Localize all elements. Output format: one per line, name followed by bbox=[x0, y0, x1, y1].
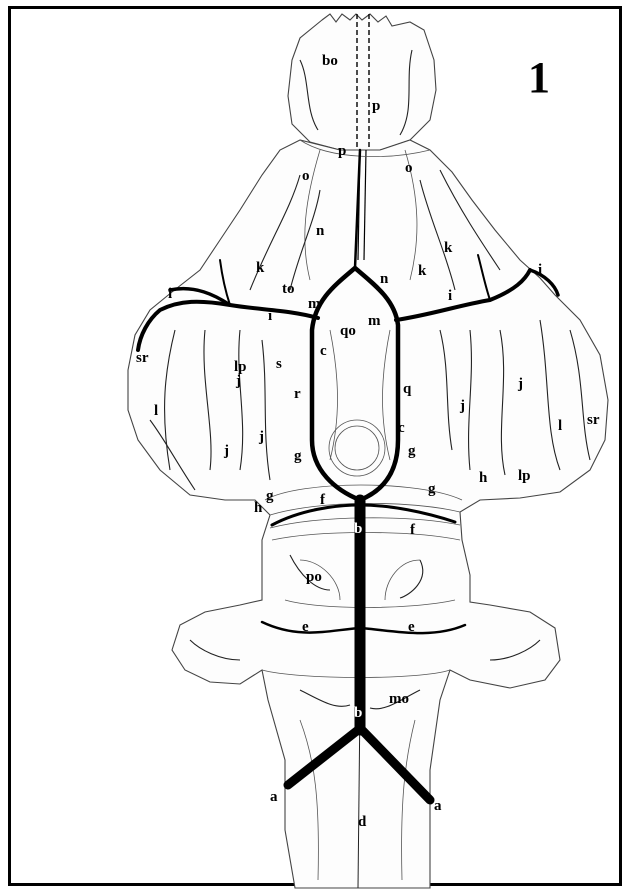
label-i3: i bbox=[268, 308, 272, 324]
label-c1: c bbox=[320, 343, 327, 359]
label-j1: j bbox=[235, 373, 241, 389]
label-i2: i bbox=[538, 262, 542, 278]
label-e1: e bbox=[302, 619, 309, 635]
label-c2: c bbox=[398, 420, 405, 436]
label-n2: n bbox=[380, 271, 389, 287]
label-g4: g bbox=[428, 481, 436, 497]
label-sr2: sr bbox=[587, 412, 600, 428]
label-n1: n bbox=[316, 223, 325, 239]
brain-outline bbox=[128, 14, 608, 888]
label-j5: j bbox=[459, 398, 465, 414]
label-l2: l bbox=[558, 418, 562, 434]
olfactory-bulb bbox=[288, 14, 436, 152]
label-h1: h bbox=[254, 500, 263, 516]
label-mo: mo bbox=[389, 691, 409, 707]
label-a1: a bbox=[270, 789, 278, 805]
label-h2: h bbox=[479, 470, 488, 486]
label-qo: qo bbox=[340, 323, 356, 339]
label-o2: o bbox=[405, 160, 413, 176]
label-b2: b bbox=[354, 705, 362, 721]
label-i1: i bbox=[168, 286, 172, 302]
label-j4: j bbox=[517, 376, 523, 392]
label-l1: l bbox=[154, 403, 158, 419]
label-to: to bbox=[282, 281, 295, 297]
label-lp2: lp bbox=[518, 468, 531, 484]
label-bo: bo bbox=[322, 53, 338, 69]
label-o1: o bbox=[302, 168, 310, 184]
label-k2: k bbox=[418, 263, 427, 279]
label-d: d bbox=[358, 814, 367, 830]
label-j3: j bbox=[223, 443, 229, 459]
figure-number: 1 bbox=[528, 53, 550, 102]
label-g2: g bbox=[408, 443, 416, 459]
label-m1: m bbox=[308, 296, 321, 312]
label-g1: g bbox=[294, 448, 302, 464]
label-b1: b bbox=[354, 521, 362, 537]
label-i4: i bbox=[448, 288, 452, 304]
label-s: s bbox=[276, 356, 282, 372]
label-r: r bbox=[294, 386, 301, 402]
label-k3: k bbox=[444, 240, 453, 256]
label-p1: p bbox=[372, 98, 380, 114]
label-sr1: sr bbox=[136, 350, 149, 366]
label-q: q bbox=[403, 381, 412, 397]
label-g3: g bbox=[266, 488, 274, 504]
label-p2: p bbox=[338, 143, 346, 159]
label-j2: j bbox=[258, 429, 264, 445]
label-a2: a bbox=[434, 798, 442, 814]
label-e2: e bbox=[408, 619, 415, 635]
label-m2: m bbox=[368, 313, 381, 329]
cerebrum bbox=[128, 140, 608, 888]
label-po: po bbox=[306, 569, 322, 585]
label-k1: k bbox=[256, 260, 265, 276]
